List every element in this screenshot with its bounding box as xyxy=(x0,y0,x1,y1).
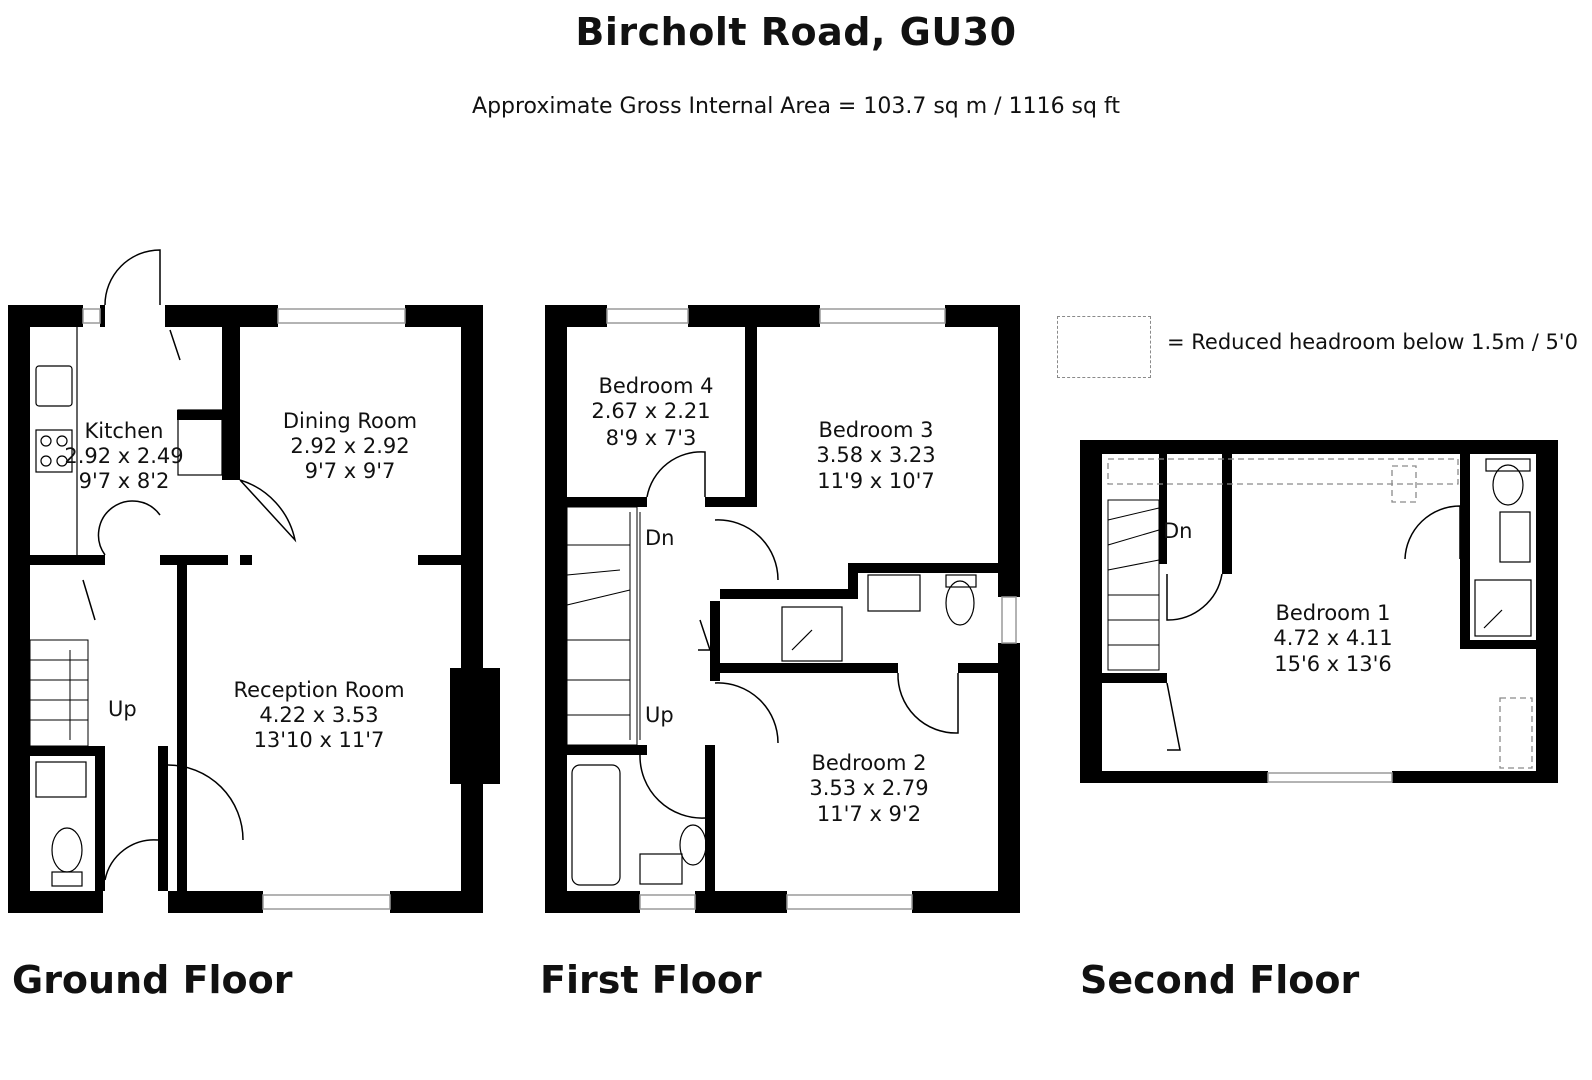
bedroom-1-metric: 4.72 x 4.11 xyxy=(1273,626,1392,650)
kitchen-fittings xyxy=(35,327,223,555)
bedroom-3-metric: 3.58 x 3.23 xyxy=(816,443,935,467)
kitchen-name: Kitchen xyxy=(85,419,164,443)
second-floor-label: Second Floor xyxy=(1080,958,1360,1002)
first-floor-windows xyxy=(606,308,1017,910)
ground-floor-plan: Kitchen 2.92 x 2.49 9'7 x 8'2 Dining Roo… xyxy=(8,249,500,913)
bedroom-1-name: Bedroom 1 xyxy=(1275,601,1390,625)
first-floor-label: First Floor xyxy=(540,958,762,1002)
second-floor-windows xyxy=(1267,772,1393,783)
ground-floor-windows xyxy=(82,308,406,910)
bedroom-4-label: Bedroom 4 2.67 x 2.21 8'9 x 7'3 xyxy=(591,374,713,450)
ground-floor-label: Ground Floor xyxy=(12,958,293,1002)
bedroom-4-name: Bedroom 4 xyxy=(598,374,713,398)
reception-room-label: Reception Room 4.22 x 3.53 13'10 x 11'7 xyxy=(233,678,404,752)
bedroom-1-label: Bedroom 1 4.72 x 4.11 15'6 x 13'6 xyxy=(1273,601,1392,676)
ground-floor-wc-fittings xyxy=(35,761,87,887)
reception-room-metric: 4.22 x 3.53 xyxy=(259,703,378,727)
reception-room-name: Reception Room xyxy=(233,678,404,702)
ground-floor-stairs xyxy=(29,639,89,747)
first-floor-plan: Bedroom 4 2.67 x 2.21 8'9 x 7'3 Bedroom … xyxy=(545,305,1020,913)
dining-room-name: Dining Room xyxy=(283,409,417,433)
second-floor-ensuite-fittings xyxy=(1474,458,1532,637)
second-floor-stairs xyxy=(1107,499,1160,671)
second-floor-plan: Bedroom 1 4.72 x 4.11 15'6 x 13'6 Dn xyxy=(1080,440,1558,783)
gross-area-caption: Approximate Gross Internal Area = 103.7 … xyxy=(472,94,1120,119)
first-floor-stairs xyxy=(566,506,641,746)
bedroom-2-imperial: 11'7 x 9'2 xyxy=(817,802,921,826)
ground-floor-doors xyxy=(82,249,297,881)
first-stairs-up-label: Up xyxy=(645,703,674,727)
reduced-headroom-legend-swatch xyxy=(1057,316,1151,378)
dining-room-metric: 2.92 x 2.92 xyxy=(290,434,409,458)
bedroom-3-imperial: 11'9 x 10'7 xyxy=(817,469,935,493)
bedroom-3-name: Bedroom 3 xyxy=(818,418,933,442)
bedroom-3-label: Bedroom 3 3.58 x 3.23 11'9 x 10'7 xyxy=(816,418,935,493)
reception-room-imperial: 13'10 x 11'7 xyxy=(254,728,385,752)
dining-room-imperial: 9'7 x 9'7 xyxy=(305,459,396,483)
second-stairs-down-label: Dn xyxy=(1163,519,1192,543)
reduced-headroom-legend-text: = Reduced headroom below 1.5m / 5'0 xyxy=(1167,330,1578,354)
ground-floor-walls xyxy=(8,305,500,913)
kitchen-label: Kitchen 2.92 x 2.49 9'7 x 8'2 xyxy=(64,419,183,493)
bedroom-2-label: Bedroom 2 3.53 x 2.79 11'7 x 9'2 xyxy=(809,751,928,826)
bedroom-4-imperial: 8'9 x 7'3 xyxy=(606,426,697,450)
ground-stairs-up-label: Up xyxy=(108,697,137,721)
bedroom-2-metric: 3.53 x 2.79 xyxy=(809,776,928,800)
bedroom-4-metric: 2.67 x 2.21 xyxy=(591,399,710,423)
plan-title: Bircholt Road, GU30 xyxy=(575,10,1017,54)
first-floor-walls xyxy=(545,305,1020,913)
kitchen-imperial: 9'7 x 8'2 xyxy=(79,469,170,493)
bedroom-2-name: Bedroom 2 xyxy=(811,751,926,775)
first-floor-doors xyxy=(639,451,959,819)
first-stairs-down-label: Dn xyxy=(645,526,674,550)
first-floor-bathroom-fittings xyxy=(571,574,977,886)
second-floor-walls xyxy=(1080,440,1558,783)
reduced-headroom-zones xyxy=(1107,458,1533,769)
dining-room-label: Dining Room 2.92 x 2.92 9'7 x 9'7 xyxy=(283,409,417,483)
second-floor-doors xyxy=(1166,505,1461,751)
bedroom-1-imperial: 15'6 x 13'6 xyxy=(1274,652,1392,676)
kitchen-metric: 2.92 x 2.49 xyxy=(64,444,183,468)
